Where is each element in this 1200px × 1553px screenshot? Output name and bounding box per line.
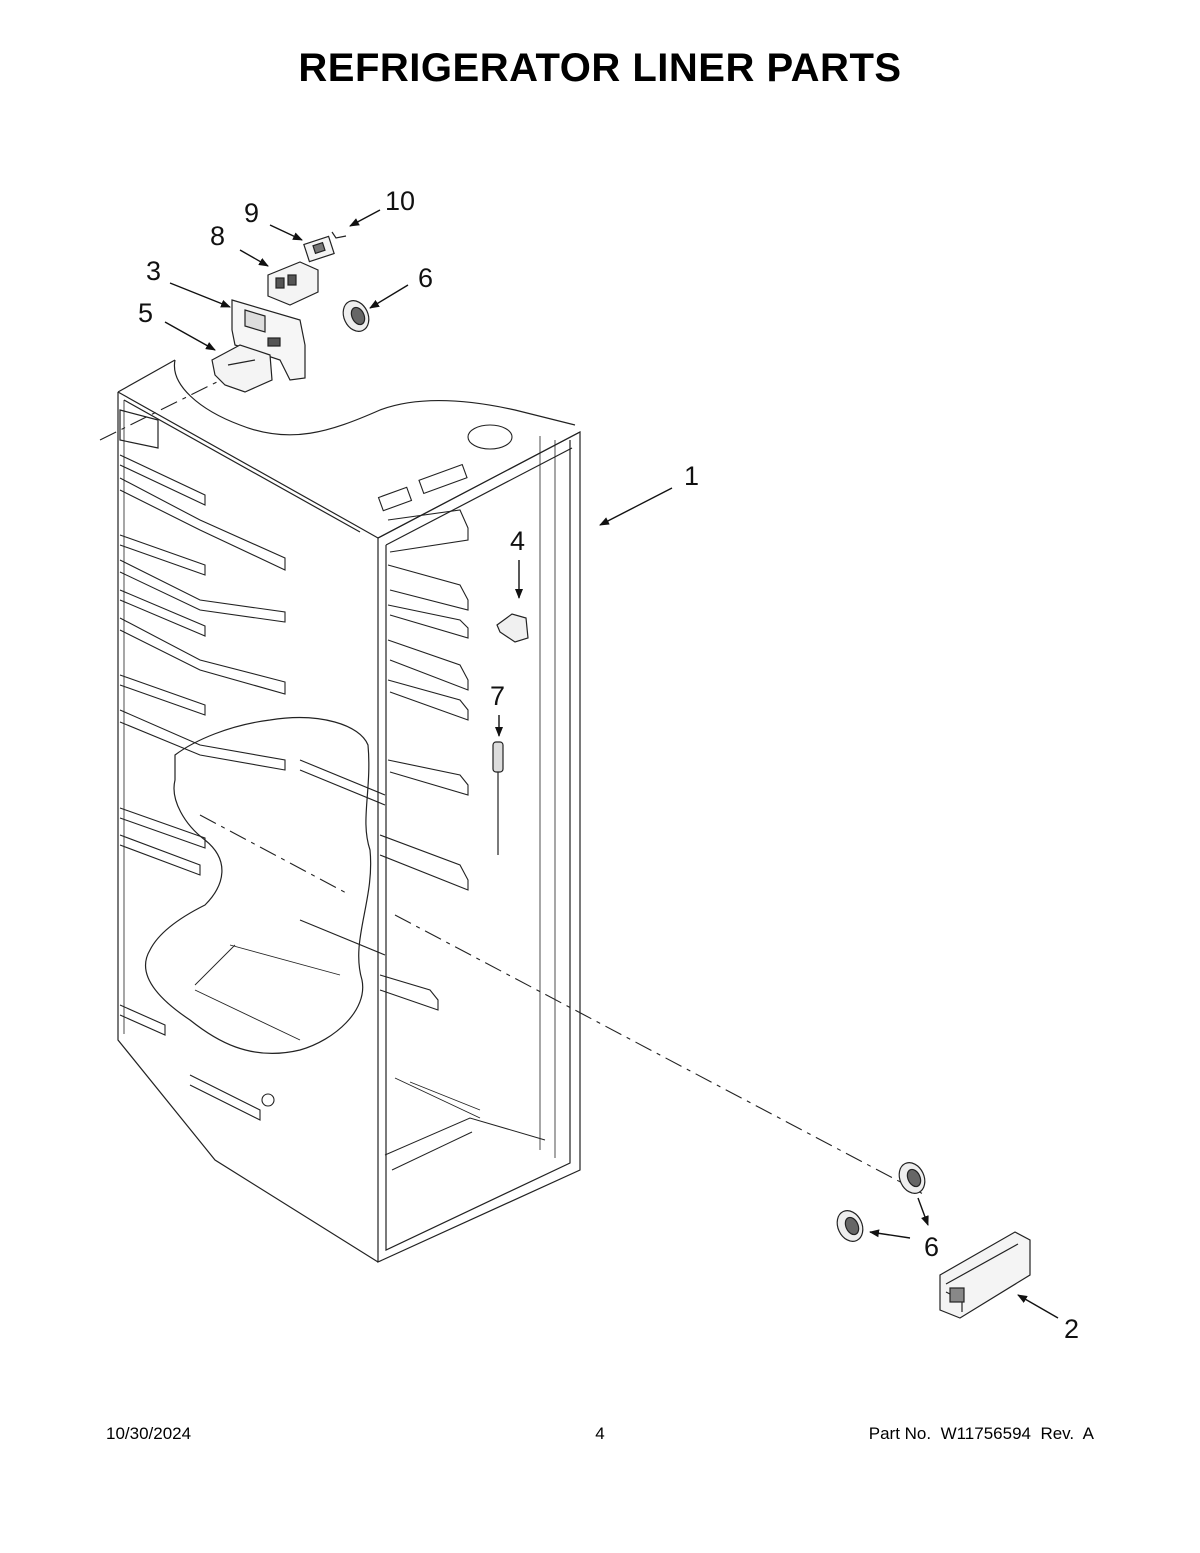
part-4-clip [496,613,529,643]
callout-10: 10 [385,186,415,216]
alignment-lines [99,377,926,1196]
part-6-damper-bottom-2 [836,1210,864,1242]
footer-rev-label: Rev. [1040,1424,1075,1443]
callout-4: 4 [510,526,525,556]
part-8-housing [267,261,319,306]
part-7-thermistor [492,741,504,855]
callout-6-top: 6 [418,263,433,293]
part-6-damper-top [342,300,370,332]
callout-6-bottom: 6 [924,1232,939,1262]
page-title: REFRIGERATOR LINER PARTS [298,46,902,90]
liner-top-details [261,424,513,1107]
footer-part-number: W11756594 [940,1424,1031,1443]
part-6-damper-bottom-1 [898,1162,926,1194]
part-9-bracket [303,235,335,263]
footer-part-label: Part No. [868,1424,932,1443]
callout-5: 5 [138,298,153,328]
cutaway-outline [144,717,372,1054]
part-3-control-bracket [231,299,306,381]
left-shelf-rails [119,454,286,1121]
callout-8: 8 [210,221,225,251]
part-2-light-housing [939,1231,1031,1319]
part-10-clip [331,231,347,239]
callout-2: 2 [1064,1314,1079,1344]
callout-7: 7 [490,681,505,711]
callout-arrows [164,209,1059,1319]
footer-date: 10/30/2024 [106,1424,192,1443]
callout-9: 9 [244,198,259,228]
part-5-harness [211,344,273,393]
callout-3: 3 [146,256,161,286]
footer-page-number: 4 [595,1424,605,1443]
callout-1: 1 [684,461,699,491]
footer-part-info: Part No. W11756594 Rev. A [869,1424,1094,1444]
footer-rev: A [1082,1424,1094,1443]
refrigerator-liner [117,359,581,1263]
right-shelf-rails [299,509,469,1011]
